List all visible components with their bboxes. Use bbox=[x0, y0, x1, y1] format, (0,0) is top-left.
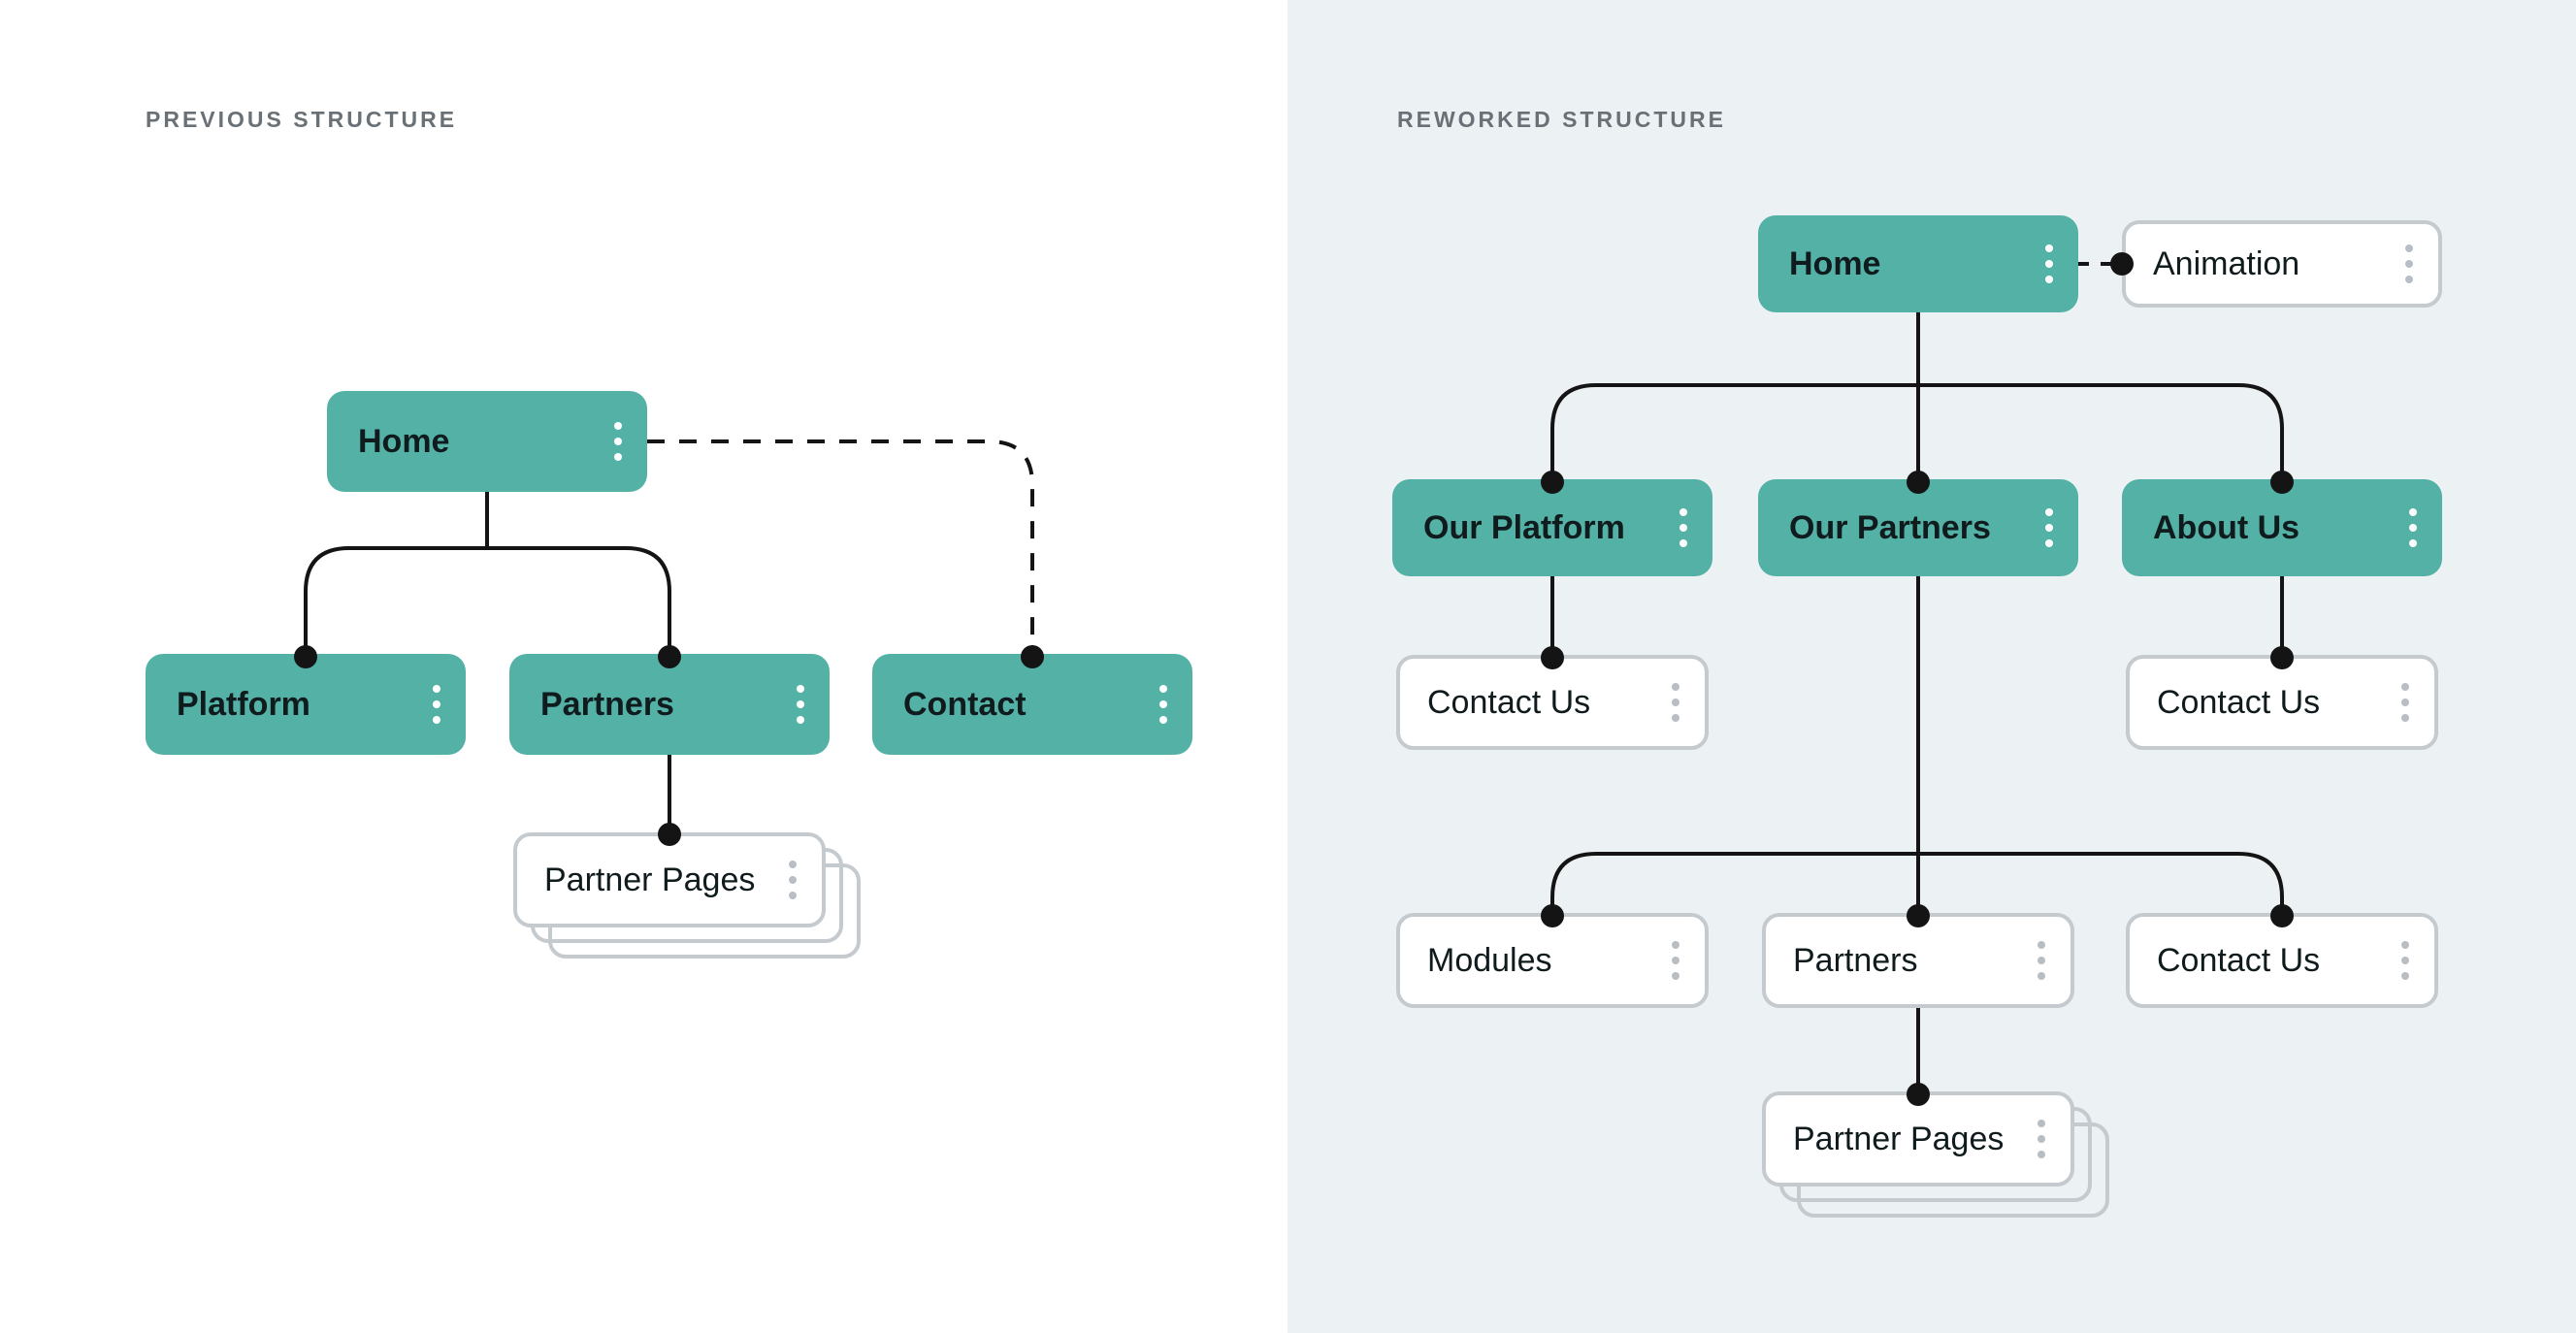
node-home-label: Home bbox=[1789, 244, 1881, 282]
node-partners-reworked[interactable]: Partners bbox=[1762, 913, 2074, 1008]
kebab-menu-icon[interactable] bbox=[789, 857, 797, 903]
node-contact[interactable]: Contact bbox=[872, 654, 1192, 755]
node-partners-previous[interactable]: Partners bbox=[509, 654, 830, 755]
kebab-menu-icon[interactable] bbox=[1679, 504, 1687, 551]
kebab-menu-icon[interactable] bbox=[2409, 504, 2417, 551]
node-modules[interactable]: Modules bbox=[1396, 913, 1709, 1008]
kebab-menu-icon[interactable] bbox=[614, 418, 622, 465]
node-about-us[interactable]: About Us bbox=[2122, 479, 2442, 576]
kebab-menu-icon[interactable] bbox=[2038, 1116, 2045, 1162]
node-platform[interactable]: Platform bbox=[146, 654, 466, 755]
node-home-previous[interactable]: Home bbox=[327, 391, 647, 492]
node-home-label: Home bbox=[358, 422, 450, 460]
kebab-menu-icon[interactable] bbox=[1672, 937, 1679, 984]
node-our-partners-label: Our Partners bbox=[1789, 508, 1991, 546]
node-contact-us-under-platform[interactable]: Contact Us bbox=[1396, 655, 1709, 750]
stacked-node-partner-pages-reworked[interactable]: Partner Pages bbox=[1762, 1091, 2109, 1218]
kebab-menu-icon[interactable] bbox=[2401, 937, 2409, 984]
node-our-platform[interactable]: Our Platform bbox=[1392, 479, 1712, 576]
kebab-menu-icon[interactable] bbox=[1159, 681, 1167, 728]
kebab-menu-icon[interactable] bbox=[797, 681, 804, 728]
kebab-menu-icon[interactable] bbox=[1672, 679, 1679, 726]
node-partner-pages-label: Partner Pages bbox=[544, 861, 756, 898]
node-our-platform-label: Our Platform bbox=[1423, 508, 1625, 546]
node-animation-label: Animation bbox=[2153, 244, 2300, 282]
kebab-menu-icon[interactable] bbox=[2401, 679, 2409, 726]
node-animation[interactable]: Animation bbox=[2122, 220, 2442, 308]
kebab-menu-icon[interactable] bbox=[433, 681, 440, 728]
node-partners-label: Partners bbox=[540, 685, 674, 723]
node-contact-label: Contact bbox=[903, 685, 1027, 723]
stacked-node-partner-pages-previous[interactable]: Partner Pages bbox=[513, 832, 861, 959]
node-partner-pages-label: Partner Pages bbox=[1793, 1120, 2005, 1157]
node-our-partners[interactable]: Our Partners bbox=[1758, 479, 2078, 576]
previous-structure-heading: PREVIOUS STRUCTURE bbox=[146, 107, 458, 132]
kebab-menu-icon[interactable] bbox=[2038, 937, 2045, 984]
kebab-menu-icon[interactable] bbox=[2045, 504, 2053, 551]
node-about-us-label: About Us bbox=[2153, 508, 2300, 546]
node-home-reworked[interactable]: Home bbox=[1758, 215, 2078, 312]
node-contact-us-under-about[interactable]: Contact Us bbox=[2126, 655, 2438, 750]
reworked-structure-heading: REWORKED STRUCTURE bbox=[1397, 107, 1726, 132]
node-platform-label: Platform bbox=[177, 685, 310, 723]
node-partners-label: Partners bbox=[1793, 941, 1918, 979]
kebab-menu-icon[interactable] bbox=[2405, 241, 2413, 287]
node-contact-us-label: Contact Us bbox=[2157, 941, 2321, 979]
node-modules-label: Modules bbox=[1427, 941, 1552, 979]
node-partner-pages-previous[interactable]: Partner Pages bbox=[513, 832, 826, 927]
node-contact-us-label: Contact Us bbox=[1427, 683, 1591, 721]
kebab-menu-icon[interactable] bbox=[2045, 241, 2053, 287]
node-contact-us-label: Contact Us bbox=[2157, 683, 2321, 721]
node-partner-pages-reworked[interactable]: Partner Pages bbox=[1762, 1091, 2074, 1187]
node-contact-us-under-partners[interactable]: Contact Us bbox=[2126, 913, 2438, 1008]
